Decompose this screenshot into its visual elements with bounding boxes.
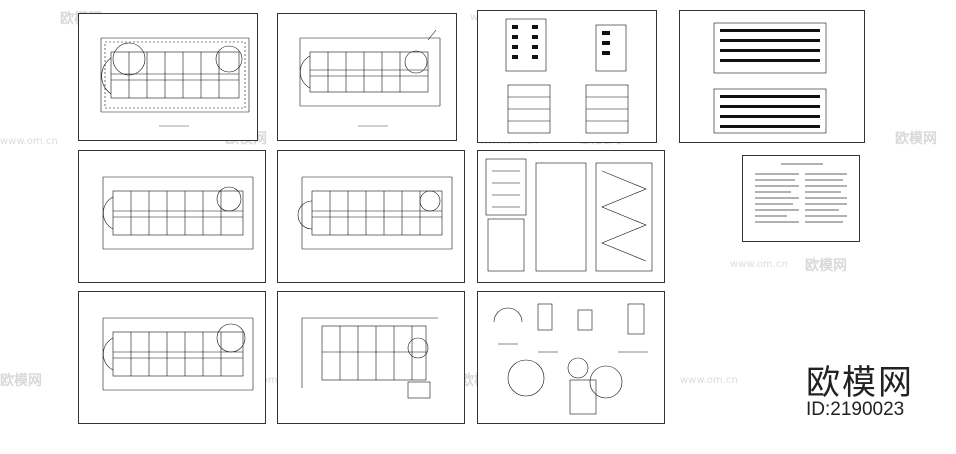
resource-id: ID:2190023: [806, 399, 905, 420]
drawing-sheet-stairs[interactable]: [477, 150, 665, 283]
drawing-sheet-floor-plan-5[interactable]: [78, 291, 266, 424]
floor-plan-drawing: [100, 37, 250, 127]
drawing-sheet-elevations-b[interactable]: [679, 10, 865, 143]
drawing-sheet-floor-plan-3[interactable]: [78, 150, 266, 283]
drawing-sheet-floor-plan-2[interactable]: [277, 13, 457, 141]
drawing-sheet-elevations-a[interactable]: [477, 10, 657, 143]
watermark-text: 欧模网: [895, 131, 937, 147]
floor-plan-drawing: [299, 29, 441, 127]
drawing-sheet-details[interactable]: [477, 291, 665, 424]
roof-plan-drawing: [301, 317, 438, 399]
notes-text-block: [755, 163, 847, 223]
watermark-url: www.om.cn: [0, 136, 58, 147]
elevation-drawing: [505, 18, 629, 134]
watermark-text: 欧模网: [0, 373, 42, 389]
elevation-drawing: [713, 22, 827, 134]
drawing-sheet-roof-plan[interactable]: [277, 291, 465, 424]
floor-plan-drawing: [297, 176, 453, 250]
drawing-sheet-design-notes[interactable]: [742, 155, 860, 242]
detail-drawing: [493, 303, 648, 415]
floor-plan-drawing: [102, 317, 254, 391]
brand-logo: 欧模网: [806, 363, 914, 403]
watermark-url: www.om.cn: [730, 259, 788, 270]
drawing-sheet-floor-plan-1[interactable]: [78, 13, 258, 141]
watermark-url: www.om.cn: [680, 375, 738, 386]
drawing-sheet-floor-plan-4[interactable]: [277, 150, 465, 283]
watermark-text: 欧模网: [805, 258, 847, 274]
floor-plan-drawing: [102, 176, 254, 250]
stair-section-drawing: [485, 158, 653, 272]
